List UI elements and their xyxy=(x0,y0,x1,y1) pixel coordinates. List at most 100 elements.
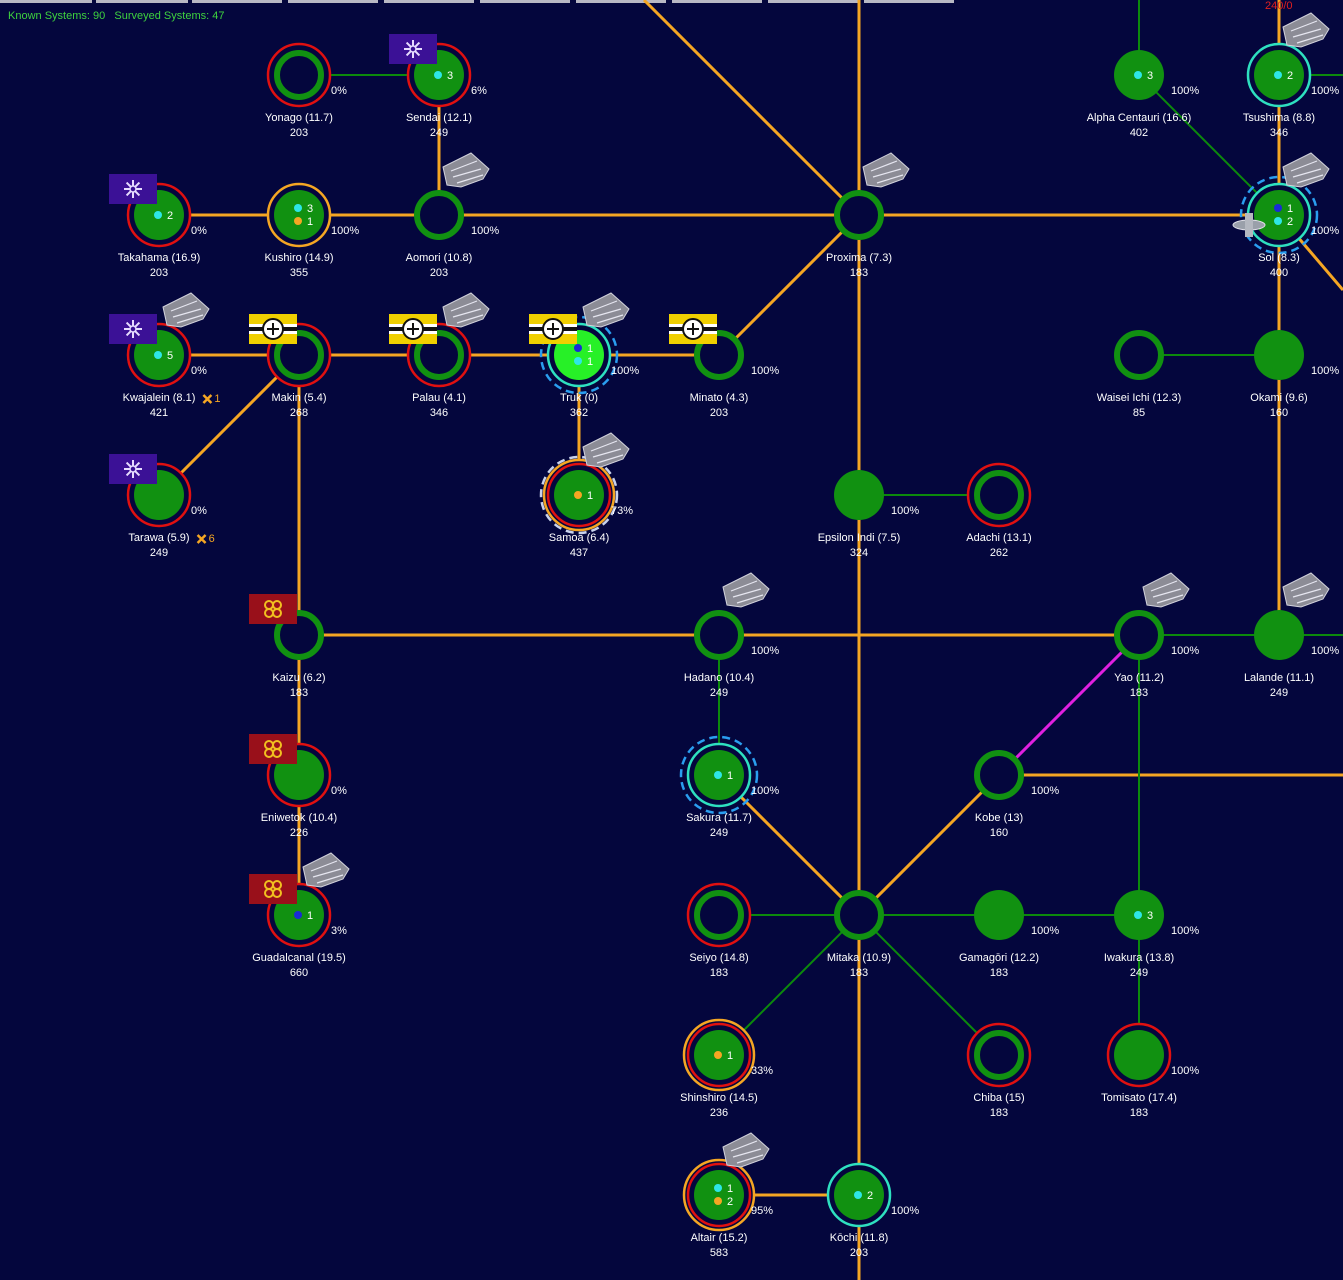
star-system-mitaka[interactable]: Mitaka (10.9)183 xyxy=(827,890,891,979)
system-star-hollow xyxy=(974,1030,1024,1080)
system-population: 400 xyxy=(1270,267,1288,279)
toolbar-tab[interactable] xyxy=(768,0,858,3)
star-system-palau[interactable]: Palau (4.1)346 xyxy=(389,292,490,419)
fleet-dot xyxy=(1134,71,1142,79)
system-population: 203 xyxy=(290,127,308,139)
system-name: Shinshiro (14.5) xyxy=(680,1092,758,1104)
system-name: Yonago (11.7) xyxy=(265,112,333,124)
system-star-hollow xyxy=(834,190,884,240)
star-system-waisei-ichi[interactable]: Waisei Ichi (12.3)85 xyxy=(1097,330,1182,419)
star-system-chiba[interactable]: Chiba (15)183 xyxy=(966,1022,1032,1119)
survey-percent: 100% xyxy=(1171,925,1199,937)
faction-flag[interactable] xyxy=(249,314,297,344)
faction-flag[interactable] xyxy=(109,314,157,344)
faction-flag[interactable] xyxy=(249,594,297,624)
toolbar-tab[interactable] xyxy=(192,0,282,3)
toolbar-tab[interactable] xyxy=(672,0,762,3)
crest-center xyxy=(129,325,137,333)
system-population: 437 xyxy=(570,547,588,559)
system-name: Guadalcanal (19.5) xyxy=(252,952,346,964)
fleet-dot xyxy=(714,1051,722,1059)
faction-flag[interactable] xyxy=(389,314,437,344)
toolbar-tab[interactable] xyxy=(384,0,474,3)
faction-flag[interactable] xyxy=(669,314,717,344)
fleet-count: 2 xyxy=(867,1190,873,1202)
fleet-count: 5 xyxy=(167,350,173,362)
fleet-count: 1 xyxy=(587,343,593,355)
star-system-kaizu[interactable]: Kaizu (6.2)183 xyxy=(249,594,326,699)
ship-icon xyxy=(1282,152,1330,188)
toolbar-tab[interactable] xyxy=(0,0,92,3)
four-ring-crest-icon xyxy=(264,880,282,898)
system-star-hollow xyxy=(274,50,324,100)
toolbar-tab[interactable] xyxy=(288,0,378,3)
toolbar-tab[interactable] xyxy=(96,0,188,3)
system-star-hollow xyxy=(834,890,884,940)
faction-flag[interactable] xyxy=(109,174,157,204)
faction-flag[interactable] xyxy=(529,314,577,344)
star-system-seiyo[interactable]: Seiyo (14.8)183 xyxy=(686,882,752,979)
faction-flag[interactable] xyxy=(389,34,437,64)
toolbar-tab[interactable] xyxy=(864,0,954,3)
survey-percent: 0% xyxy=(191,225,207,237)
crest-ring xyxy=(272,608,282,618)
ship-detail xyxy=(1150,580,1184,604)
survey-percent: 100% xyxy=(751,365,779,377)
faction-flag[interactable] xyxy=(249,874,297,904)
toolbar-tab[interactable] xyxy=(480,0,570,3)
ship-hull xyxy=(722,572,770,608)
fleet-count: 2 xyxy=(167,210,173,222)
system-name: Sol (8.3) xyxy=(1258,252,1300,264)
system-name: Iwakura (13.8) xyxy=(1104,952,1174,964)
survey-percent: 100% xyxy=(471,225,499,237)
survey-percent: 100% xyxy=(1311,85,1339,97)
flag-background xyxy=(249,734,297,764)
star-system-adachi[interactable]: Adachi (13.1)262 xyxy=(966,462,1032,559)
fleet-count: 1 xyxy=(307,910,313,922)
faction-flag[interactable] xyxy=(249,734,297,764)
faction-flag[interactable] xyxy=(109,454,157,484)
fleet-count: 1 xyxy=(587,490,593,502)
system-population: 268 xyxy=(290,407,308,419)
system-population: 160 xyxy=(990,827,1008,839)
survey-percent: 3% xyxy=(331,925,347,937)
ship-hull xyxy=(1142,572,1190,608)
toolbar-tab[interactable] xyxy=(576,0,666,3)
system-population: 249 xyxy=(710,687,728,699)
ship-hull xyxy=(582,292,630,328)
star-system-makin[interactable]: Makin (5.4)268 xyxy=(249,314,332,419)
star-system-proxima[interactable]: Proxima (7.3)183 xyxy=(826,152,910,279)
fleet-dot xyxy=(854,1191,862,1199)
system-population: 355 xyxy=(290,267,308,279)
